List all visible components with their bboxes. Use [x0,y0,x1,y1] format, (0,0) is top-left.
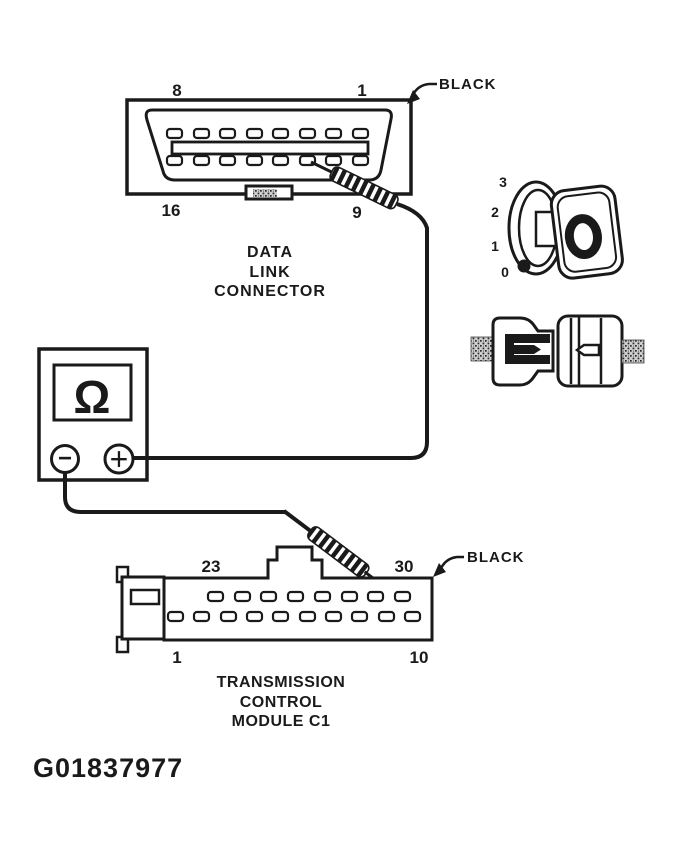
inline-connector-female-terminal [574,343,601,357]
dlc-lower-pin-row [165,154,370,167]
ignition-position-pointer-dot [517,259,531,273]
ignition-position-1: 1 [491,238,499,254]
ohmmeter-drawing [37,347,149,482]
dlc-caption-line1: DATA [247,244,293,261]
tcm-pin-30-label: 30 [395,557,414,576]
tcm-caption-line1: TRANSMISSION [217,674,346,691]
ignition-position-2: 2 [491,204,499,220]
dlc-color-label: BLACK [439,76,497,93]
tcm-upper-pin-row [206,590,412,603]
inline-connector-left-wire-stub [470,336,494,362]
tcm-caption-line2: CONTROL [240,694,323,711]
dlc-pin-8-label: 8 [172,81,181,100]
ohmmeter-display [52,363,133,422]
tcm-color-label: BLACK [467,549,525,566]
dlc-caption-line3: CONNECTOR [214,283,326,300]
inline-connector-male-terminal [505,334,550,364]
dlc-bottom-tab-shade [253,189,277,197]
tcm-pin-10-label: 10 [410,648,429,667]
dlc-caption-line2: LINK [249,264,290,281]
ignition-key-hole [564,214,602,260]
tcm-pin-1-label: 1 [172,648,181,667]
tcm-end-cap-window [129,588,161,606]
dlc-pin-16-label: 16 [162,201,181,220]
tcm-lower-pin-row [166,610,422,623]
dlc-outer-housing [125,98,413,196]
ignition-position-3: 3 [499,174,507,190]
tcm-body [162,545,434,642]
dlc-caption: DATA LINK CONNECTOR [214,244,326,300]
dlc-center-slot [170,140,370,156]
ohmmeter-positive-sign: + [110,441,129,477]
positive-test-lead-wire [132,202,429,460]
dlc-upper-pin-row [165,127,370,140]
dlc-probe-grip [329,166,399,210]
tcm-pin-23-label: 23 [202,557,221,576]
inline-connector-right-wire-stub [621,339,645,364]
ignition-switch-drawing: 3 2 1 0 [491,174,624,280]
dlc-callout-arrowhead [407,90,420,104]
dlc-inner-face [144,108,393,182]
tcm-caption: TRANSMISSION CONTROL MODULE C1 [217,674,346,730]
figure-id: G01837977 [33,753,183,783]
ohmmeter-omega-symbol: Ω [74,371,111,423]
tcm-connector-drawing [115,545,434,654]
negative-test-lead-wire [63,472,285,514]
dlc-pin-9-label: 9 [352,203,361,222]
ignition-key-head [549,184,624,280]
ignition-position-0: 0 [501,264,509,280]
dlc-pin-1-label: 1 [357,81,366,100]
dlc-probe [310,160,399,210]
tcm-caption-line3: MODULE C1 [232,713,331,730]
tcm-callout-arrowhead [433,563,446,577]
dlc-connector-drawing [125,98,413,201]
tcm-left-end-cap [120,575,166,641]
ohmmeter-negative-sign: − [58,445,72,472]
inline-connector-pair-drawing [470,314,645,388]
tcm-black-callout: BLACK [433,549,525,577]
dlc-black-callout: BLACK [407,76,497,104]
